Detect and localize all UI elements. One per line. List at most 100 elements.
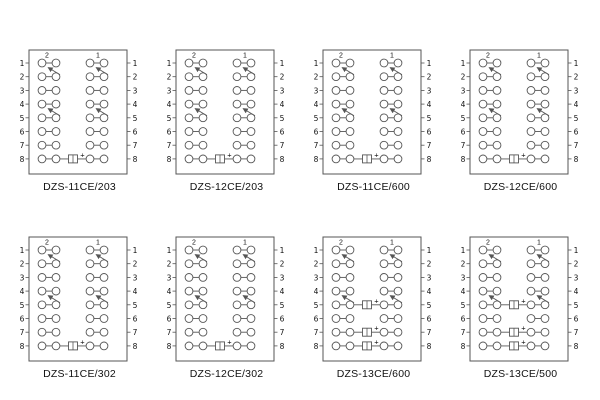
svg-text:7: 7 <box>573 328 578 337</box>
svg-text:1: 1 <box>279 59 284 68</box>
svg-text:5: 5 <box>132 114 137 123</box>
svg-text:4: 4 <box>313 100 318 109</box>
svg-text:4: 4 <box>426 287 431 296</box>
svg-text:1: 1 <box>460 246 465 255</box>
svg-text:6: 6 <box>279 315 284 324</box>
svg-text:5: 5 <box>279 114 284 123</box>
svg-text:+: + <box>374 296 379 305</box>
svg-text:5: 5 <box>166 301 171 310</box>
svg-text:2: 2 <box>486 53 490 60</box>
svg-text:3: 3 <box>166 86 171 95</box>
svg-text:6: 6 <box>313 128 318 137</box>
svg-text:2: 2 <box>132 73 137 82</box>
svg-text:+: + <box>374 150 379 159</box>
svg-text:7: 7 <box>132 141 137 150</box>
svg-text:5: 5 <box>313 301 318 310</box>
svg-text:8: 8 <box>426 342 431 351</box>
svg-text:3: 3 <box>460 273 465 282</box>
svg-text:5: 5 <box>573 114 578 123</box>
svg-text:8: 8 <box>279 155 284 164</box>
svg-text:3: 3 <box>279 273 284 282</box>
svg-text:5: 5 <box>166 114 171 123</box>
svg-text:2: 2 <box>426 260 431 269</box>
svg-text:7: 7 <box>460 328 465 337</box>
svg-text:5: 5 <box>460 301 465 310</box>
svg-text:4: 4 <box>573 100 578 109</box>
svg-text:4: 4 <box>426 100 431 109</box>
svg-text:2: 2 <box>19 260 24 269</box>
svg-text:7: 7 <box>19 328 24 337</box>
svg-text:6: 6 <box>279 128 284 137</box>
svg-text:8: 8 <box>460 342 465 351</box>
svg-text:8: 8 <box>313 342 318 351</box>
svg-text:6: 6 <box>132 128 137 137</box>
svg-text:5: 5 <box>313 114 318 123</box>
svg-text:3: 3 <box>166 273 171 282</box>
svg-text:5: 5 <box>426 114 431 123</box>
svg-text:2: 2 <box>573 260 578 269</box>
diagram-label: DZS-13CE/600 <box>336 368 411 380</box>
svg-text:6: 6 <box>460 128 465 137</box>
svg-text:7: 7 <box>313 328 318 337</box>
svg-text:8: 8 <box>426 155 431 164</box>
svg-text:2: 2 <box>313 73 318 82</box>
svg-text:3: 3 <box>132 273 137 282</box>
svg-text:1: 1 <box>313 246 318 255</box>
svg-text:4: 4 <box>460 287 465 296</box>
svg-text:2: 2 <box>573 73 578 82</box>
svg-text:3: 3 <box>19 86 24 95</box>
svg-text:3: 3 <box>573 86 578 95</box>
svg-text:2: 2 <box>460 73 465 82</box>
svg-text:7: 7 <box>426 328 431 337</box>
svg-text:6: 6 <box>166 315 171 324</box>
svg-text:5: 5 <box>19 114 24 123</box>
svg-text:5: 5 <box>573 301 578 310</box>
svg-text:8: 8 <box>132 155 137 164</box>
svg-text:2: 2 <box>132 260 137 269</box>
svg-text:+: + <box>521 324 526 333</box>
diagram-label: DZS-11CE/600 <box>337 181 410 193</box>
svg-text:5: 5 <box>279 301 284 310</box>
svg-text:5: 5 <box>460 114 465 123</box>
svg-text:2: 2 <box>339 53 343 60</box>
svg-text:2: 2 <box>486 240 490 247</box>
svg-text:2: 2 <box>426 73 431 82</box>
diagram-label: DZS-11CE/203 <box>43 181 116 193</box>
svg-text:1: 1 <box>573 59 578 68</box>
svg-text:3: 3 <box>426 273 431 282</box>
svg-text:7: 7 <box>313 141 318 150</box>
svg-text:+: + <box>227 337 232 346</box>
svg-text:8: 8 <box>166 155 171 164</box>
svg-text:6: 6 <box>166 128 171 137</box>
diagram-label: DZS-12CE/203 <box>189 181 264 193</box>
svg-text:1: 1 <box>19 246 24 255</box>
svg-text:1: 1 <box>279 246 284 255</box>
svg-text:4: 4 <box>313 287 318 296</box>
svg-text:8: 8 <box>166 342 171 351</box>
svg-text:7: 7 <box>19 141 24 150</box>
svg-text:3: 3 <box>573 273 578 282</box>
svg-text:+: + <box>374 324 379 333</box>
svg-text:3: 3 <box>132 86 137 95</box>
svg-text:3: 3 <box>460 86 465 95</box>
svg-text:8: 8 <box>279 342 284 351</box>
svg-text:1: 1 <box>96 240 100 247</box>
svg-text:1: 1 <box>132 246 137 255</box>
svg-text:1: 1 <box>426 246 431 255</box>
svg-text:4: 4 <box>132 287 137 296</box>
diagram-label: DZS-12CE/600 <box>483 181 558 193</box>
svg-text:7: 7 <box>460 141 465 150</box>
svg-text:7: 7 <box>279 141 284 150</box>
